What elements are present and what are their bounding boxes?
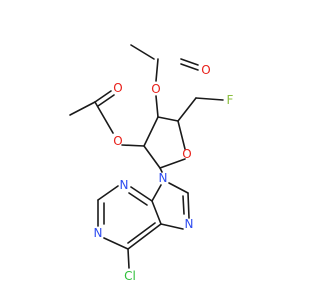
bond-c6-cl [127,248,130,269]
bond-c8-n7-b [182,195,185,215]
bond-c3-c4 [157,116,179,122]
bond-c4-o-ring [177,120,186,150]
bond-carbonyl-oxo-left-b [97,94,115,107]
bond-n9-c8 [168,182,189,194]
atom-o-acetyl-top: O [201,63,210,77]
atom-labels: O O O O O F N N N N Cl [94,63,234,283]
bond-n7-c5 [160,223,184,230]
atom-o-ring: O [182,147,191,161]
atom-o-ester-top: O [151,82,160,96]
bond-c1-c2 [143,145,161,169]
atom-o-acetyl-left: O [113,81,122,95]
bond-c4-n9 [151,184,162,202]
bond-c1-n9 [159,167,163,173]
molecule-structure: O O O O O F N N N N Cl [69,44,234,283]
bond-c5-c4 [151,200,162,225]
bond-c4-n3-b [128,192,148,206]
bond-c8-n7-a [187,192,190,219]
atom-chlorine: Cl [124,269,136,283]
bond-n1-c6 [103,237,129,250]
atom-o-ester-left: O [113,134,122,148]
bond-c6-c5-b [127,222,156,244]
bond-n3-c2 [97,185,119,201]
bond-ester-o-c3 [155,95,159,118]
atom-fluorine: F [227,93,234,107]
atom-n9: N [159,171,168,185]
bond-carbonyl-ester-o-left [94,101,114,134]
bond-ch2-f [195,97,224,101]
bond-c4-n3-a [130,186,153,202]
atom-n7: N [185,217,194,231]
bond-carbonyl-oxo-top-a [180,58,199,66]
bond-c6-c5-a [127,223,162,250]
bond-carbonyl-ester-o-top [155,58,159,82]
atom-n1: N [94,226,103,240]
bond-c2-c3 [143,116,159,147]
bond-ester-o-c2 [121,144,145,147]
bond-o-ring-c1 [159,158,186,169]
bonds [69,44,224,269]
bond-carbonyl-oxo-left-a [94,90,112,103]
bond-methyl-carbonyl-left [69,101,96,116]
bond-carbonyl-oxo-top-b [180,63,199,71]
bond-methyl-carbonyl-top [130,44,155,60]
atom-n3: N [120,178,129,192]
bond-c4-ch2 [177,97,197,122]
